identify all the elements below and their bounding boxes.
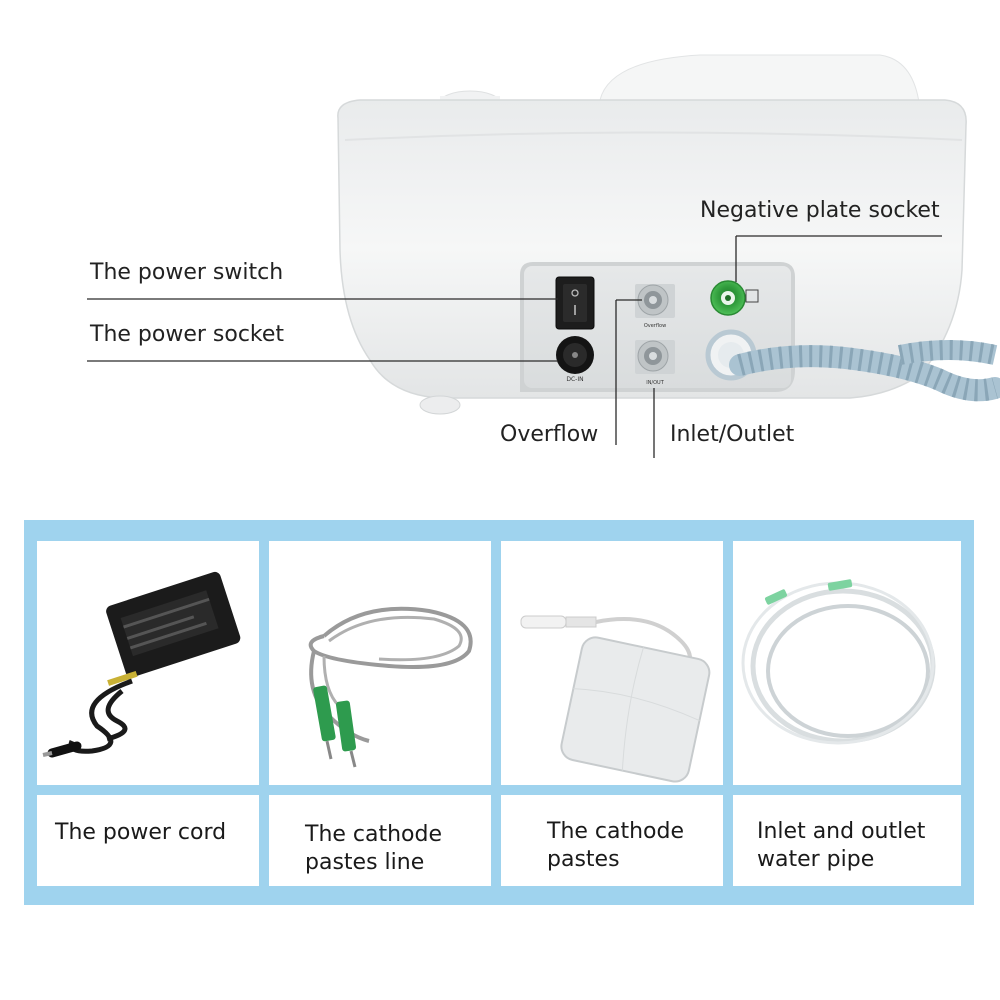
- accessories-grid: The power cord The cathode pastes line T…: [24, 520, 974, 905]
- cathode-pastes-line-label-line2: pastes line: [305, 850, 425, 875]
- cathode-pastes-line-label-line1: The cathode: [305, 822, 443, 847]
- power-cord-photo: [37, 541, 259, 785]
- cathode-pastes-label-line2: pastes: [547, 847, 620, 872]
- device-body: [337, 99, 967, 415]
- coiled-hose: [705, 329, 1000, 402]
- callout-leader-lines: [87, 235, 942, 458]
- inlet-outlet-port-label: IN/OUT: [646, 380, 664, 386]
- water-pipe-photo: [733, 541, 961, 785]
- power-socket[interactable]: [556, 336, 594, 374]
- cathode-pastes-line-photo: [269, 541, 491, 785]
- water-pipe-card: Inlet and outlet water pipe: [733, 795, 961, 886]
- power-switch[interactable]: [555, 276, 595, 330]
- water-pipe-label-line2: water pipe: [757, 847, 875, 872]
- overflow-port-label: Overflow: [644, 323, 666, 329]
- overflow-label: Overflow: [500, 422, 599, 447]
- cathode-pastes-line-card: The cathode pastes line: [269, 795, 491, 886]
- power-switch-label: The power switch: [90, 260, 284, 285]
- power-socket-label: The power socket: [90, 322, 285, 347]
- cathode-pastes-photo: [501, 541, 723, 785]
- power-cord-label-line1: The power cord: [55, 820, 227, 845]
- ground-symbol-icon: [745, 289, 759, 303]
- inlet-outlet-port[interactable]: [635, 340, 675, 374]
- inlet-outlet-label: Inlet/Outlet: [670, 422, 795, 447]
- cathode-pastes-card: The cathode pastes: [501, 795, 723, 886]
- negative-plate-socket-label: Negative plate socket: [700, 198, 940, 223]
- water-pipe-label-line1: Inlet and outlet: [757, 819, 926, 844]
- negative-plate-socket[interactable]: [710, 280, 746, 316]
- power-cord-card: The power cord: [37, 795, 259, 886]
- device-rear-photo: DC-IN Overflow IN/OUT: [87, 54, 1000, 458]
- dc-in-label: DC-IN: [566, 376, 583, 383]
- overflow-port[interactable]: [635, 284, 675, 318]
- cathode-pastes-label-line1: The cathode: [547, 819, 685, 844]
